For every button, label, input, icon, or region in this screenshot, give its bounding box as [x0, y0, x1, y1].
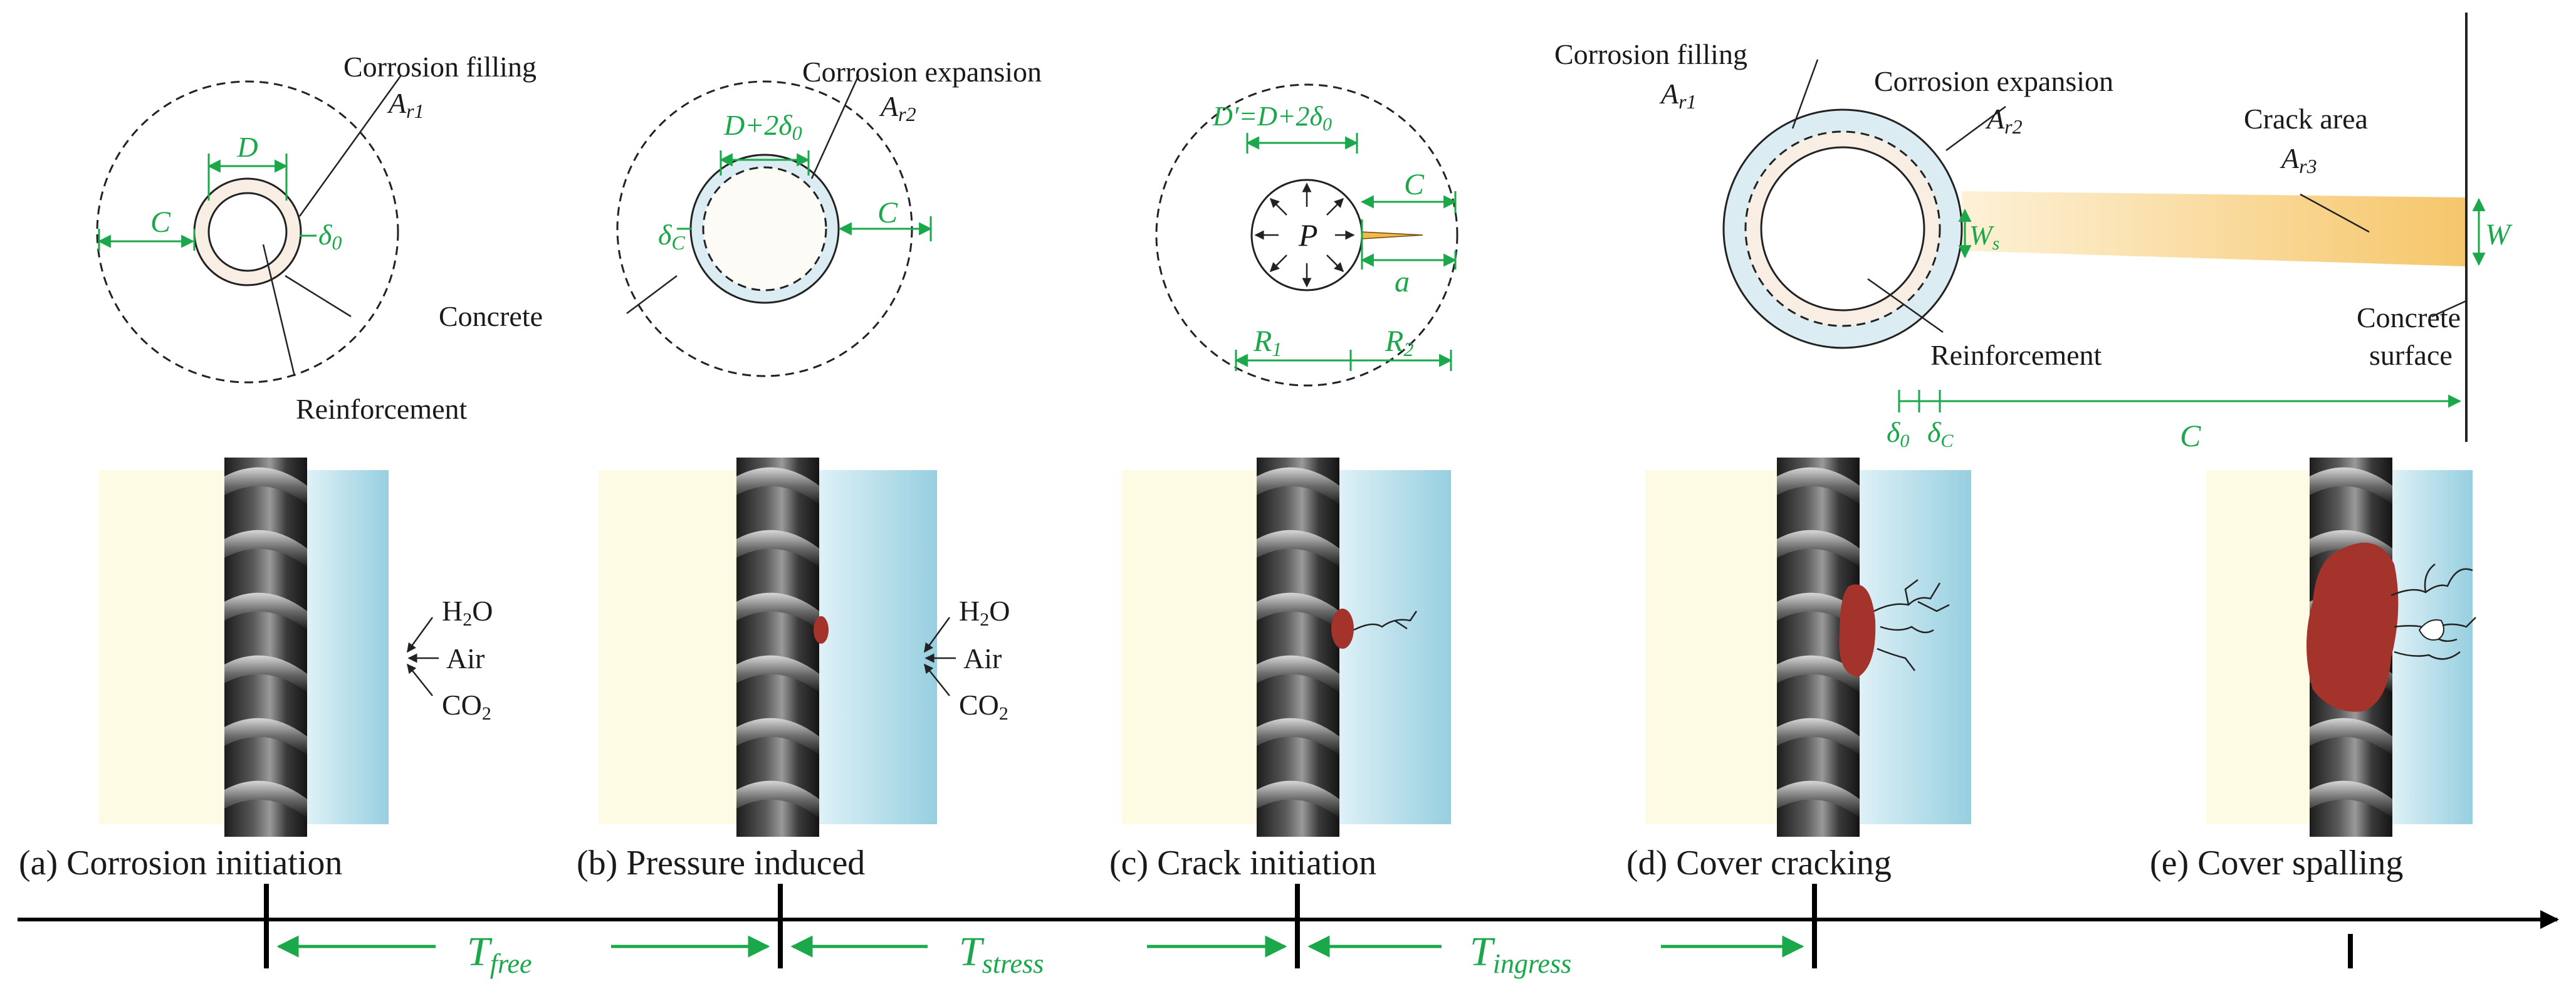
label-crack-area: Crack area: [2244, 103, 2368, 135]
c-label-c: C: [1404, 168, 1425, 201]
cross-section-detail: Corrosion filling Ar1 Corrosion expansio…: [1554, 13, 2513, 453]
r2-label: R2: [1385, 325, 1413, 360]
label-corrosion-filling-d: Corrosion filling: [1554, 38, 1747, 70]
panel-e: [2206, 458, 2476, 837]
period-t-stress: Tstress: [959, 929, 1044, 979]
label-corrosion-expansion-d: Corrosion expansion: [1874, 65, 2113, 97]
label-ar2-b: Ar2: [879, 90, 916, 125]
timeline: Tfree Tstress Tingress: [18, 884, 2559, 979]
label-concrete-surface-1: Concrete: [2357, 301, 2461, 333]
d-plus-2delta0-label: D+2δ0: [723, 109, 802, 144]
rebar-b: [736, 458, 819, 837]
pressure-p-label: P: [1298, 217, 1318, 253]
c-label-a: C: [150, 206, 171, 239]
deltac-label-b: δC: [658, 219, 685, 254]
gas-air-b: Air: [963, 642, 1002, 674]
label-concrete: Concrete: [439, 300, 543, 332]
label-ar1-d: Ar1: [1659, 78, 1697, 113]
label-corrosion-expansion-b: Corrosion expansion: [802, 56, 1042, 88]
gas-h2o-b: H2O: [959, 595, 1010, 630]
panel-d: [1645, 458, 1971, 837]
label-reinforcement-d: Reinforcement: [1930, 339, 2102, 371]
stage-label-b: (b) Pressure induced: [577, 844, 865, 883]
deltac-label-d: δC: [1927, 416, 1954, 451]
c-label-d: C: [2180, 418, 2201, 453]
stage-label-d: (d) Cover cracking: [1626, 844, 1892, 883]
c-label-b: C: [877, 196, 898, 229]
w-label: W: [2485, 218, 2513, 251]
panel-a: H2O Air CO2: [99, 458, 493, 837]
rust-patch-d: [1839, 584, 1876, 677]
ws-label: Ws: [1969, 220, 1999, 254]
gas-co2-b: CO2: [959, 689, 1008, 724]
cross-section-b: D+2δ0 C δC Corrosion expansion Ar2: [616, 56, 1042, 377]
panel-b: H2O Air CO2: [599, 458, 1010, 837]
rebar-ribs-a: [224, 467, 307, 818]
a-label: a: [1395, 265, 1410, 298]
label-reinforcement-a: Reinforcement: [296, 393, 468, 425]
gas-co2-a: CO2: [442, 689, 491, 724]
delta0-label-a: δ0: [318, 219, 342, 254]
spalling-patch-e: [2306, 542, 2399, 712]
gas-h2o-a: H2O: [442, 595, 493, 630]
rust-spot-b: [814, 616, 829, 644]
gas-air-a: Air: [446, 642, 484, 674]
crack-c: [1353, 611, 1418, 631]
delta0-label-d: δ0: [1887, 416, 1909, 451]
pressure-arrows: [1254, 182, 1355, 288]
label-corrosion-filling: Corrosion filling: [343, 51, 537, 83]
stage-labels: (a) Corrosion initiation (b) Pressure in…: [19, 844, 2403, 883]
period-t-free: Tfree: [467, 929, 532, 979]
period-t-ingress: Tingress: [1470, 929, 1571, 979]
panel-c: [1122, 458, 1451, 837]
rust-spot-c: [1331, 609, 1354, 649]
crack-area: [1962, 191, 2466, 266]
label-concrete-surface-2: surface: [2369, 339, 2453, 371]
label-ar3: Ar3: [2280, 142, 2317, 177]
cross-section-c: P D′=D+2δ0 C a R1 R2: [1155, 83, 1458, 387]
label-ar2-d: Ar2: [1985, 103, 2023, 138]
concrete-boundary: [96, 80, 399, 384]
dprime-label: D′=D+2δ0: [1212, 101, 1332, 135]
d-label: D: [236, 131, 258, 163]
r1-label: R1: [1253, 325, 1282, 360]
reinforcement-bar: [207, 192, 288, 272]
cross-section-a: D C δ0 Corrosion filling Ar1 Concrete Re…: [96, 51, 543, 425]
stage-label-a: (a) Corrosion initiation: [19, 844, 342, 883]
cracks-d: [1873, 579, 1950, 671]
rebar-c: [1257, 458, 1339, 837]
stage-label-e: (e) Cover spalling: [2150, 844, 2403, 883]
label-ar1: Ar1: [387, 87, 424, 122]
reinforcement-detail: [1760, 146, 1925, 312]
stage-label-c: (c) Crack initiation: [1109, 844, 1376, 883]
rebar-a: [224, 458, 307, 837]
initial-crack: [1361, 231, 1423, 239]
